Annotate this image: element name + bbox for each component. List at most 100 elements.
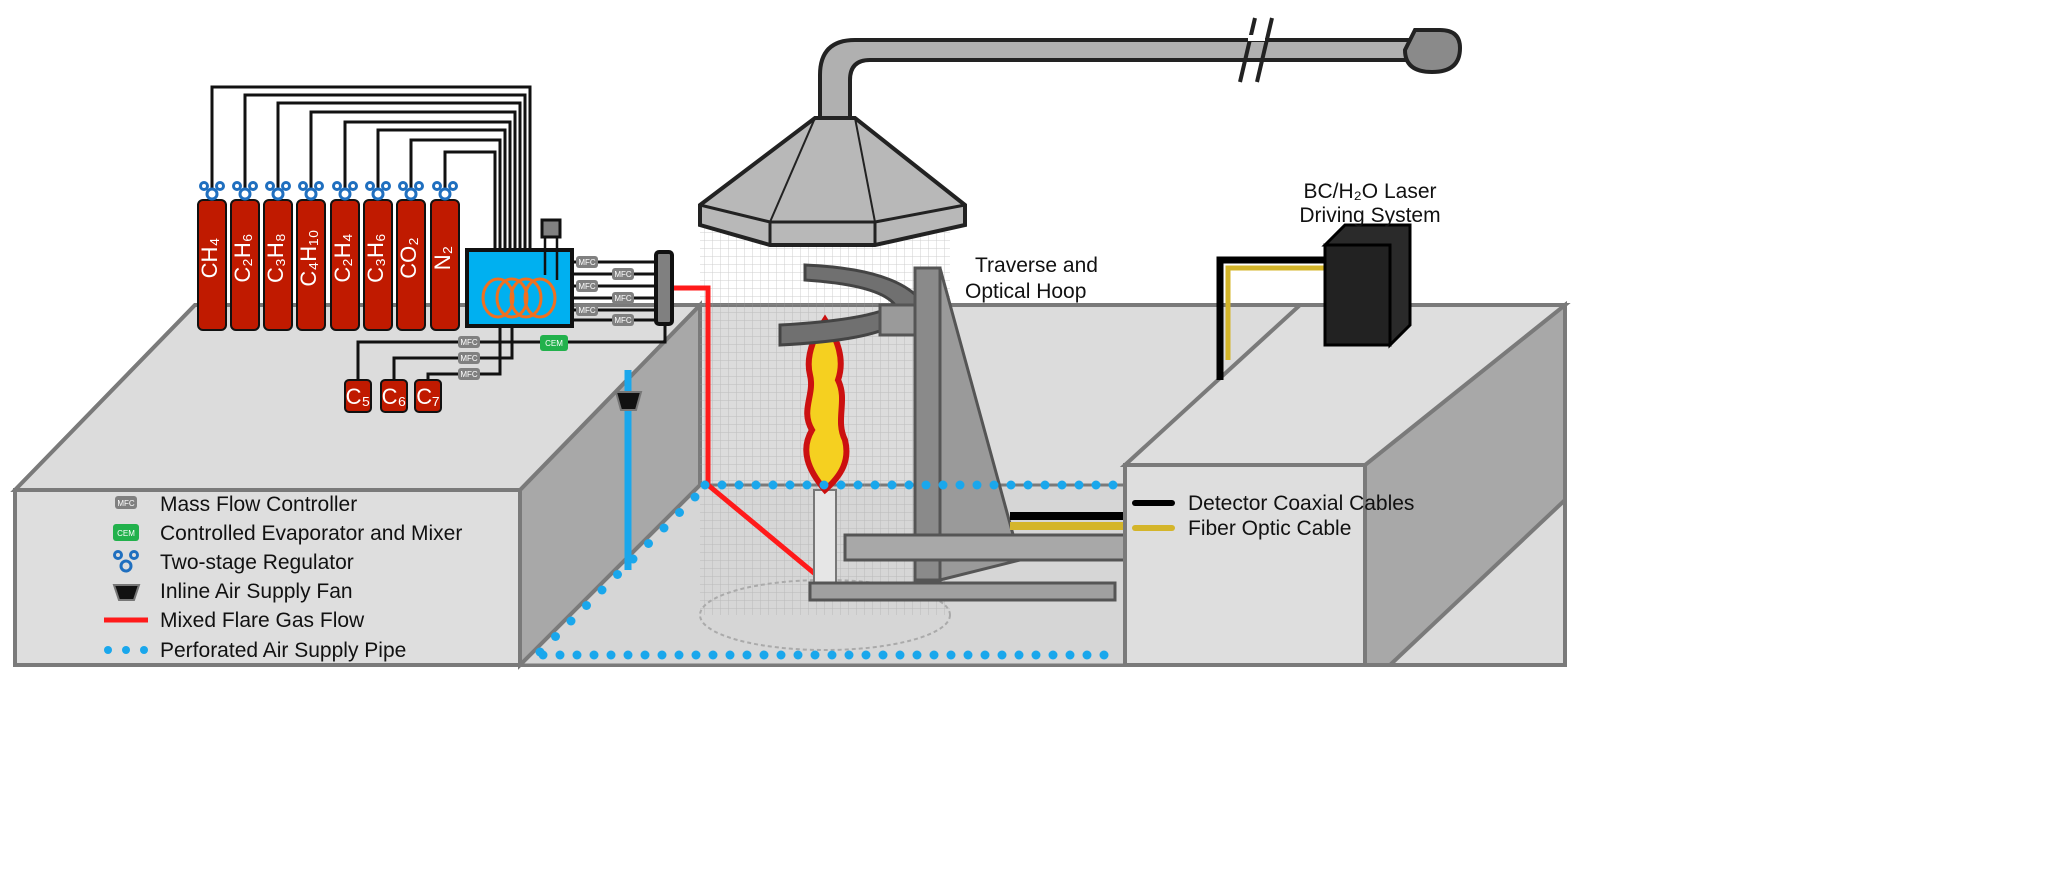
air-hole (810, 650, 820, 660)
air-hole (606, 650, 616, 660)
air-hole (1065, 650, 1075, 660)
air-hole (963, 650, 973, 660)
air-hole (929, 650, 939, 660)
gas-line (409, 138, 502, 250)
laser-label-line1: BC/H₂O Laser (1303, 180, 1436, 203)
air-hole (613, 570, 622, 579)
air-hole (751, 480, 761, 490)
air-hole (675, 508, 684, 517)
air-hole (861, 650, 871, 660)
air-hole (674, 650, 684, 660)
cylinder-label: C₂H₆ (230, 233, 255, 282)
legend-left: MFC CEM Mass Flow Controller Controlled … (104, 493, 462, 662)
air-hole (555, 650, 565, 660)
traverse-and-optical-hoop (778, 263, 1127, 602)
legend-label: Mass Flow Controller (160, 493, 357, 516)
mfc-icon: MFC (612, 292, 634, 304)
mfc-icon: MFC (576, 280, 598, 292)
air-hole (1031, 650, 1041, 660)
regulator-icon (265, 181, 291, 201)
air-hole (836, 480, 846, 490)
burner-tube (813, 489, 837, 586)
air-hole (538, 650, 548, 660)
air-hole (870, 480, 880, 490)
gas-line (376, 128, 507, 250)
svg-text:MFC: MFC (460, 354, 478, 363)
cylinder-label: CH₄ (197, 238, 222, 279)
gas-cylinder: C₃H₆ (363, 181, 393, 331)
legend-right: Detector Coaxial Cables Fiber Optic Cabl… (1132, 492, 1414, 540)
air-hole (1099, 650, 1109, 660)
air-hole (895, 650, 905, 660)
air-hole (759, 650, 769, 660)
air-hole (1048, 650, 1058, 660)
cylinder-label: C₃H₈ (263, 233, 288, 283)
cylinder-label: C₂H₄ (330, 233, 355, 282)
exhaust-fan-icon (1402, 28, 1463, 75)
air-hole (717, 480, 727, 490)
gas-cylinder: C₂H₄ (330, 181, 360, 331)
air-hole (802, 480, 812, 490)
gas-line (343, 120, 512, 250)
air-hole (644, 539, 653, 548)
cem-unit: CEM (540, 335, 568, 351)
legend-label: Detector Coaxial Cables (1188, 492, 1414, 515)
regulator-icon (332, 181, 358, 201)
air-hole (912, 650, 922, 660)
air-hole (657, 650, 667, 660)
svg-text:MFC: MFC (614, 270, 632, 279)
regulator-icon (398, 181, 424, 201)
mfc-icon: MFC (576, 304, 598, 316)
gas-line (309, 110, 517, 250)
svg-text:MFC: MFC (614, 294, 632, 303)
mfc-icon: MFC (612, 268, 634, 280)
svg-text:MFC: MFC (460, 370, 478, 379)
regulator-icon (199, 181, 225, 201)
air-hole (700, 480, 710, 490)
legend-label: Controlled Evaporator and Mixer (160, 522, 462, 545)
heated-mixing-bath (465, 218, 574, 328)
svg-text:MFC: MFC (117, 499, 135, 508)
mfc-icon: MFC (612, 314, 634, 326)
perforated-air-supply-pipe (535, 480, 1118, 660)
air-hole (691, 650, 701, 660)
gas-cylinder: CO₂ (396, 181, 426, 331)
air-hole (776, 650, 786, 660)
traverse-label-line2: Optical Hoop (965, 280, 1086, 303)
air-hole (793, 650, 803, 660)
blue-dots-icon (104, 646, 148, 654)
air-hole (921, 480, 931, 490)
exhaust-duct (818, 17, 1463, 122)
air-hole (734, 480, 744, 490)
svg-text:CEM: CEM (545, 339, 563, 348)
mfc-icon: MFC (458, 368, 480, 380)
cylinder-label: C₅ (346, 384, 371, 409)
svg-text:CEM: CEM (117, 529, 135, 538)
liquid-cylinder: C₆ (380, 379, 408, 413)
cylinder-label: C₃H₆ (363, 233, 388, 283)
air-hole (980, 650, 990, 660)
cylinder-label: C₆ (382, 384, 407, 409)
cem-icon (113, 524, 139, 541)
right-box-front (1123, 463, 1367, 667)
air-hole (659, 523, 669, 533)
air-hole (1040, 480, 1050, 490)
left-box-front (13, 488, 522, 667)
fiber-cable (1225, 265, 1330, 360)
air-hole (690, 492, 700, 502)
air-hole (640, 650, 650, 660)
gas-line (243, 93, 527, 250)
air-hole (1074, 480, 1084, 490)
gas-cylinder: C₄H₁₀ (296, 181, 326, 331)
air-hole (623, 650, 633, 660)
gas-cylinder: C₂H₆ (230, 181, 260, 331)
gas-cylinder: N₂ (430, 181, 460, 331)
mfc-icon: MFC (576, 256, 598, 268)
legend-label: Fiber Optic Cable (1188, 517, 1351, 540)
air-hole (887, 480, 897, 490)
air-hole (844, 650, 854, 660)
laser-label-line2: Driving System (1299, 204, 1440, 227)
gas-cylinder: CH₄ (197, 181, 227, 331)
